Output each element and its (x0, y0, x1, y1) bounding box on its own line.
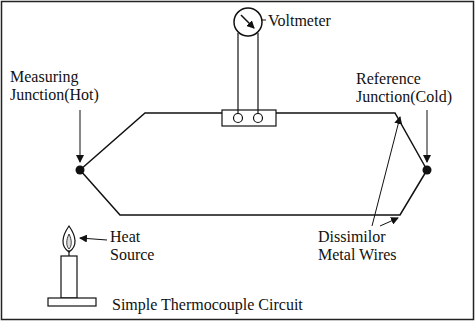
junction-label: Measuring Junction(Hot) (10, 68, 128, 103)
leader-line (262, 20, 266, 21)
meter-label: Voltmeter (268, 12, 378, 30)
source-label: Heat Source (110, 228, 172, 263)
upper-wire (276, 113, 427, 170)
reference-junction (423, 166, 432, 175)
voltmeter-symbol (234, 8, 262, 36)
candle-base (48, 298, 96, 306)
wick (68, 250, 69, 256)
wire-label: Dissimilor Metal Wires (318, 228, 418, 263)
leader-line (372, 117, 400, 226)
leader-line (80, 110, 81, 162)
leader-line (427, 110, 428, 162)
terminal-block (222, 110, 276, 126)
flame-core (67, 234, 72, 249)
meter-lead (257, 33, 258, 114)
upper-wire (80, 113, 222, 170)
candle-body (61, 256, 77, 298)
flame (63, 226, 75, 252)
leader-line (380, 218, 398, 226)
meter-lead (237, 33, 238, 114)
leader-line (80, 238, 107, 240)
caption: Simple Thermocouple Circuit (112, 296, 303, 314)
meter-needle (241, 15, 254, 28)
terminal (234, 114, 243, 123)
junction-label: Reference Junction(Cold) (356, 70, 474, 105)
lower-wire (80, 170, 427, 215)
measuring-junction (76, 166, 85, 175)
terminal (254, 114, 263, 123)
